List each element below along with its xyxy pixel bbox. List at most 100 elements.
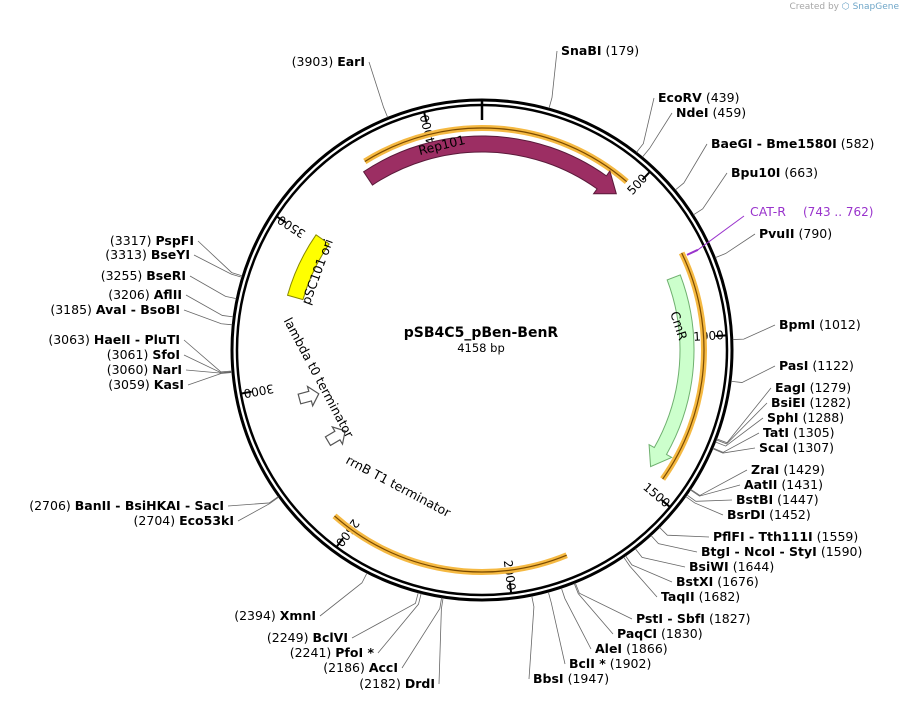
- site-position: (1431): [781, 477, 823, 492]
- primer-leader: [697, 215, 745, 251]
- site-eagi[interactable]: EagI (1279): [716, 380, 851, 444]
- site-aflii[interactable]: (3206) AflII: [108, 287, 234, 318]
- plasmid-backbone: [230, 98, 734, 602]
- site-position: (1902): [610, 656, 652, 671]
- site-snabi[interactable]: SnaBI (179): [548, 43, 639, 109]
- site-leader: [227, 496, 279, 507]
- site-sphi[interactable]: SphI (1288): [715, 410, 845, 447]
- tick-label-3000: 3000: [242, 381, 275, 400]
- site-sfoi[interactable]: (3061) SfoI: [107, 347, 232, 374]
- site-avai[interactable]: (3185) AvaI - BsoBI: [50, 302, 233, 326]
- site-drdi[interactable]: (2182) DrdI: [359, 597, 444, 691]
- site-tati[interactable]: TatI (1305): [712, 425, 835, 453]
- site-enzyme-name: PflFI: [713, 529, 745, 544]
- site-aatii[interactable]: AatII (1431): [690, 477, 823, 497]
- feature-highlights: [332, 125, 707, 575]
- site-haeii[interactable]: (3063) HaeII - PluTI: [48, 332, 232, 373]
- site-leader: [548, 50, 558, 109]
- primer-name[interactable]: CAT-R: [750, 204, 786, 219]
- site-eari[interactable]: (3903) EarI: [292, 54, 389, 118]
- site-enzyme-name: PfoI *: [335, 645, 374, 660]
- site-separator: -: [131, 332, 145, 347]
- site-leader: [712, 447, 756, 454]
- feature-rep101[interactable]: [362, 135, 617, 195]
- site-alei[interactable]: AleI (1866): [561, 587, 668, 656]
- feature-cmr[interactable]: [648, 274, 695, 468]
- site-banii[interactable]: (2706) BanII - BsiHKAI - SacI: [29, 496, 279, 513]
- site-enzyme-name: BstBI: [736, 492, 773, 507]
- site-paqci[interactable]: PaqCI (1830): [573, 583, 703, 641]
- terminator-rrnb-t1-terminator[interactable]: [323, 422, 350, 449]
- primer-mark: [686, 248, 699, 256]
- site-nari[interactable]: (3060) NarI: [107, 362, 233, 377]
- site-label: SnaBI (179): [561, 43, 639, 58]
- site-pspfi[interactable]: (3317) PspFI: [110, 233, 243, 277]
- tick-label-3500: 3500: [275, 212, 308, 240]
- terminator-lambda-t0-terminator[interactable]: [297, 384, 322, 409]
- site-label: PvuII (790): [759, 226, 832, 241]
- tick-mark-1500: [660, 499, 671, 508]
- site-label: (2704) Eco53kI: [134, 513, 234, 528]
- site-bsrdi[interactable]: BsrDI (1452): [685, 496, 811, 522]
- site-label: BpmI (1012): [779, 317, 861, 332]
- site-ndei[interactable]: NdeI (459): [642, 105, 746, 158]
- site-label: TaqII (1682): [661, 589, 740, 604]
- site-label: EagI (1279): [775, 380, 851, 395]
- site-leader: [189, 275, 237, 299]
- site-bseri[interactable]: (3255) BseRI: [101, 268, 237, 299]
- site-enzyme-name: SbfI: [677, 611, 705, 626]
- site-ecorv[interactable]: EcoRV (439): [636, 90, 740, 153]
- site-leader: [636, 97, 655, 153]
- site-label: BsiEI (1282): [771, 395, 851, 410]
- site-bsiwi[interactable]: BsiWI (1644): [635, 548, 774, 574]
- site-enzyme-name: SacI: [195, 498, 225, 513]
- site-label: (3206) AflII: [108, 287, 182, 302]
- site-bbsi[interactable]: BbsI (1947): [528, 595, 609, 686]
- site-bcli[interactable]: BclI * (1902): [547, 591, 652, 671]
- site-zrai[interactable]: ZraI (1429): [690, 462, 825, 496]
- site-enzyme-name: BsoBI: [140, 302, 180, 317]
- site-pvuii[interactable]: PvuII (790): [715, 226, 832, 258]
- site-bclvi[interactable]: (2249) BclVI: [267, 592, 419, 645]
- site-pfoi[interactable]: (2241) PfoI *: [290, 593, 422, 660]
- site-label: BaeGI - Bme1580I (582): [711, 136, 874, 151]
- site-psti[interactable]: PstI - SbfI (1827): [574, 582, 751, 626]
- site-enzyme-name: AccI: [369, 660, 398, 675]
- site-kasi[interactable]: (3059) KasI: [108, 372, 233, 392]
- site-leader: [528, 595, 535, 680]
- site-label: (3903) EarI: [292, 54, 365, 69]
- site-scai[interactable]: ScaI (1307): [712, 440, 834, 455]
- site-position: (1305): [793, 425, 835, 440]
- feature-psc101-ori[interactable]: [286, 234, 330, 301]
- site-bpmi[interactable]: BpmI (1012): [732, 317, 861, 340]
- site-label: PstI - SbfI (1827): [636, 611, 751, 626]
- site-bstbi[interactable]: BstBI (1447): [686, 492, 819, 507]
- plasmid-name: pSB4C5_pBen-BenR: [404, 325, 559, 341]
- site-position: (1452): [769, 507, 811, 522]
- site-label: EcoRV (439): [658, 90, 739, 105]
- site-xmni[interactable]: (2394) XmnI: [234, 572, 368, 623]
- site-eco53ki[interactable]: (2704) Eco53kI: [134, 496, 279, 528]
- site-enzyme-name: BsiHKAI: [125, 498, 181, 513]
- site-position: (3206): [108, 287, 150, 302]
- site-separator: -: [745, 529, 759, 544]
- site-btgi[interactable]: BtgI - NcoI - StyI (1590): [650, 535, 862, 559]
- site-enzyme-name: BtgI: [701, 544, 730, 559]
- site-leader: [547, 591, 566, 665]
- site-pasi[interactable]: PasI (1122): [731, 358, 854, 383]
- site-label: (3185) AvaI - BsoBI: [50, 302, 180, 317]
- site-label: NdeI (459): [676, 105, 746, 120]
- site-bpu10i[interactable]: Bpu10I (663): [693, 165, 818, 216]
- tick-mark-3500: [276, 215, 287, 224]
- site-enzyme-name: ZraI: [751, 462, 779, 477]
- site-bsiei[interactable]: BsiEI (1282): [716, 395, 851, 445]
- site-taqii[interactable]: TaqII (1682): [623, 556, 740, 604]
- site-bstxi[interactable]: BstXI (1676): [625, 555, 759, 589]
- site-bseyi[interactable]: (3313) BseYI: [105, 247, 242, 278]
- site-acci[interactable]: (2186) AccI: [323, 597, 442, 675]
- site-label: PaqCI (1830): [617, 626, 703, 641]
- tick-mark-1000: [715, 334, 727, 338]
- site-baegi[interactable]: BaeGI - Bme1580I (582): [675, 136, 874, 191]
- site-enzyme-name: BbsI: [533, 671, 564, 686]
- site-pflfi[interactable]: PflFI - Tth111I (1559): [659, 527, 859, 544]
